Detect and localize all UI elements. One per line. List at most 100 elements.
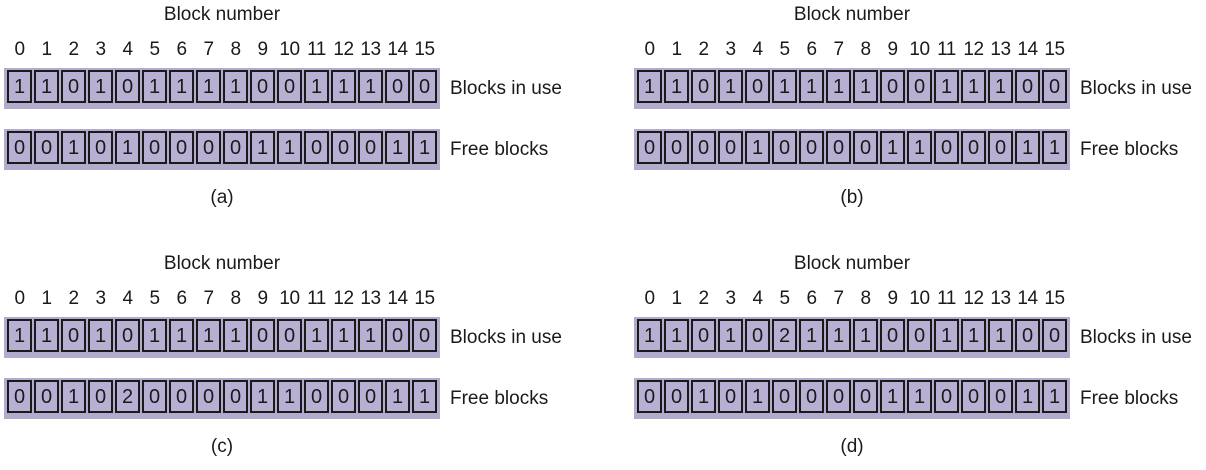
bitmap-cell: 0 bbox=[745, 70, 770, 103]
free-blocks-label: Free blocks bbox=[1080, 139, 1179, 160]
bitmap-cell: 1 bbox=[745, 380, 770, 413]
bitmap-cell: 0 bbox=[691, 131, 716, 164]
bitmap-cell: 1 bbox=[745, 131, 770, 164]
block-number-title: Block number bbox=[163, 4, 281, 25]
bitmap-cell: 1 bbox=[1042, 131, 1067, 164]
bitmap-cell: 0 bbox=[331, 131, 356, 164]
bitmap-cell: 1 bbox=[250, 131, 275, 164]
bitmap-cell: 1 bbox=[88, 319, 113, 352]
bitmap-cell: 0 bbox=[169, 131, 194, 164]
bitmap-cell: 1 bbox=[385, 380, 410, 413]
block-index-label: 14 bbox=[387, 39, 408, 60]
bitmap-cell: 1 bbox=[1015, 380, 1040, 413]
bitmap-cell: 1 bbox=[826, 70, 851, 103]
block-index-label: 5 bbox=[779, 288, 790, 309]
bitmap-cell: 0 bbox=[358, 131, 383, 164]
bitmap-cell: 1 bbox=[961, 70, 986, 103]
block-index-label: 4 bbox=[752, 39, 763, 60]
block-index-label: 11 bbox=[937, 288, 956, 309]
bitmap-cell: 1 bbox=[718, 70, 743, 103]
bitmap-cell: 1 bbox=[385, 131, 410, 164]
block-index-label: 7 bbox=[833, 288, 844, 309]
bitmap-cell: 1 bbox=[637, 319, 662, 352]
block-index-label: 1 bbox=[671, 39, 682, 60]
bitmap-cell: 0 bbox=[358, 380, 383, 413]
bitmap-cell: 0 bbox=[304, 131, 329, 164]
block-index-label: 13 bbox=[990, 288, 1011, 309]
bitmap-cell: 0 bbox=[88, 380, 113, 413]
bitmap-cell: 1 bbox=[799, 319, 824, 352]
bitmap-cell: 0 bbox=[853, 131, 878, 164]
block-index-label: 2 bbox=[68, 288, 79, 309]
bitmap-cell: 0 bbox=[745, 319, 770, 352]
bitmap-cell: 0 bbox=[907, 70, 932, 103]
bitmap-cell: 1 bbox=[277, 131, 302, 164]
bitmap-cell: 0 bbox=[1042, 319, 1067, 352]
block-index-label: 2 bbox=[698, 39, 709, 60]
bitmap-cell: 1 bbox=[223, 70, 248, 103]
block-index-label: 0 bbox=[14, 39, 25, 60]
bitmap-cell: 1 bbox=[907, 380, 932, 413]
bitmap-cell: 0 bbox=[142, 131, 167, 164]
bitmap-cell: 1 bbox=[799, 70, 824, 103]
block-index-label: 10 bbox=[909, 288, 930, 309]
bitmap-cell: 0 bbox=[880, 70, 905, 103]
block-index-label: 0 bbox=[14, 288, 25, 309]
bitmap-cell: 0 bbox=[223, 380, 248, 413]
block-index-label: 0 bbox=[644, 39, 655, 60]
bitmap-cell: 1 bbox=[853, 319, 878, 352]
block-index-label: 1 bbox=[41, 39, 52, 60]
bitmap-cell: 0 bbox=[772, 380, 797, 413]
bitmap-cell: 1 bbox=[664, 319, 689, 352]
bitmap-cell: 1 bbox=[772, 70, 797, 103]
bitmap-cell: 1 bbox=[115, 131, 140, 164]
block-index-label: 1 bbox=[41, 288, 52, 309]
bitmap-cell: 0 bbox=[718, 380, 743, 413]
free-blocks-label: Free blocks bbox=[450, 139, 549, 160]
bitmap-cell: 1 bbox=[304, 319, 329, 352]
blocks-in-use-label: Blocks in use bbox=[1080, 327, 1192, 348]
block-index-label: 4 bbox=[122, 39, 133, 60]
bitmap-cell: 0 bbox=[664, 131, 689, 164]
bitmap-cell: 0 bbox=[718, 131, 743, 164]
panel-caption: (b) bbox=[840, 187, 864, 208]
bitmap-cell: 0 bbox=[7, 380, 32, 413]
bitmap-cell: 0 bbox=[772, 131, 797, 164]
block-index-label: 15 bbox=[414, 39, 435, 60]
bitmap-cell: 1 bbox=[358, 70, 383, 103]
block-index-label: 11 bbox=[307, 288, 326, 309]
block-index-label: 6 bbox=[176, 39, 187, 60]
block-index-label: 13 bbox=[360, 39, 381, 60]
bitmap-cell: 1 bbox=[988, 70, 1013, 103]
block-index-label: 3 bbox=[95, 39, 106, 60]
bitmap-cell: 0 bbox=[1015, 319, 1040, 352]
bitmap-cell: 1 bbox=[250, 380, 275, 413]
bitmap-cell: 0 bbox=[880, 319, 905, 352]
bitmap-cell: 0 bbox=[385, 319, 410, 352]
bitmap-cell: 1 bbox=[1042, 380, 1067, 413]
bitmap-cell: 0 bbox=[853, 380, 878, 413]
bitmap-cell: 0 bbox=[385, 70, 410, 103]
blocks-in-use-label: Blocks in use bbox=[1080, 78, 1192, 99]
block-index-label: 7 bbox=[203, 39, 214, 60]
bitmap-cell: 1 bbox=[61, 131, 86, 164]
block-number-title: Block number bbox=[163, 253, 281, 274]
bitmap-cell: 0 bbox=[223, 131, 248, 164]
bitmap-cell: 1 bbox=[196, 70, 221, 103]
bitmap-cell: 0 bbox=[277, 319, 302, 352]
block-index-label: 3 bbox=[725, 288, 736, 309]
block-number-title: Block number bbox=[793, 4, 911, 25]
block-index-label: 5 bbox=[779, 39, 790, 60]
